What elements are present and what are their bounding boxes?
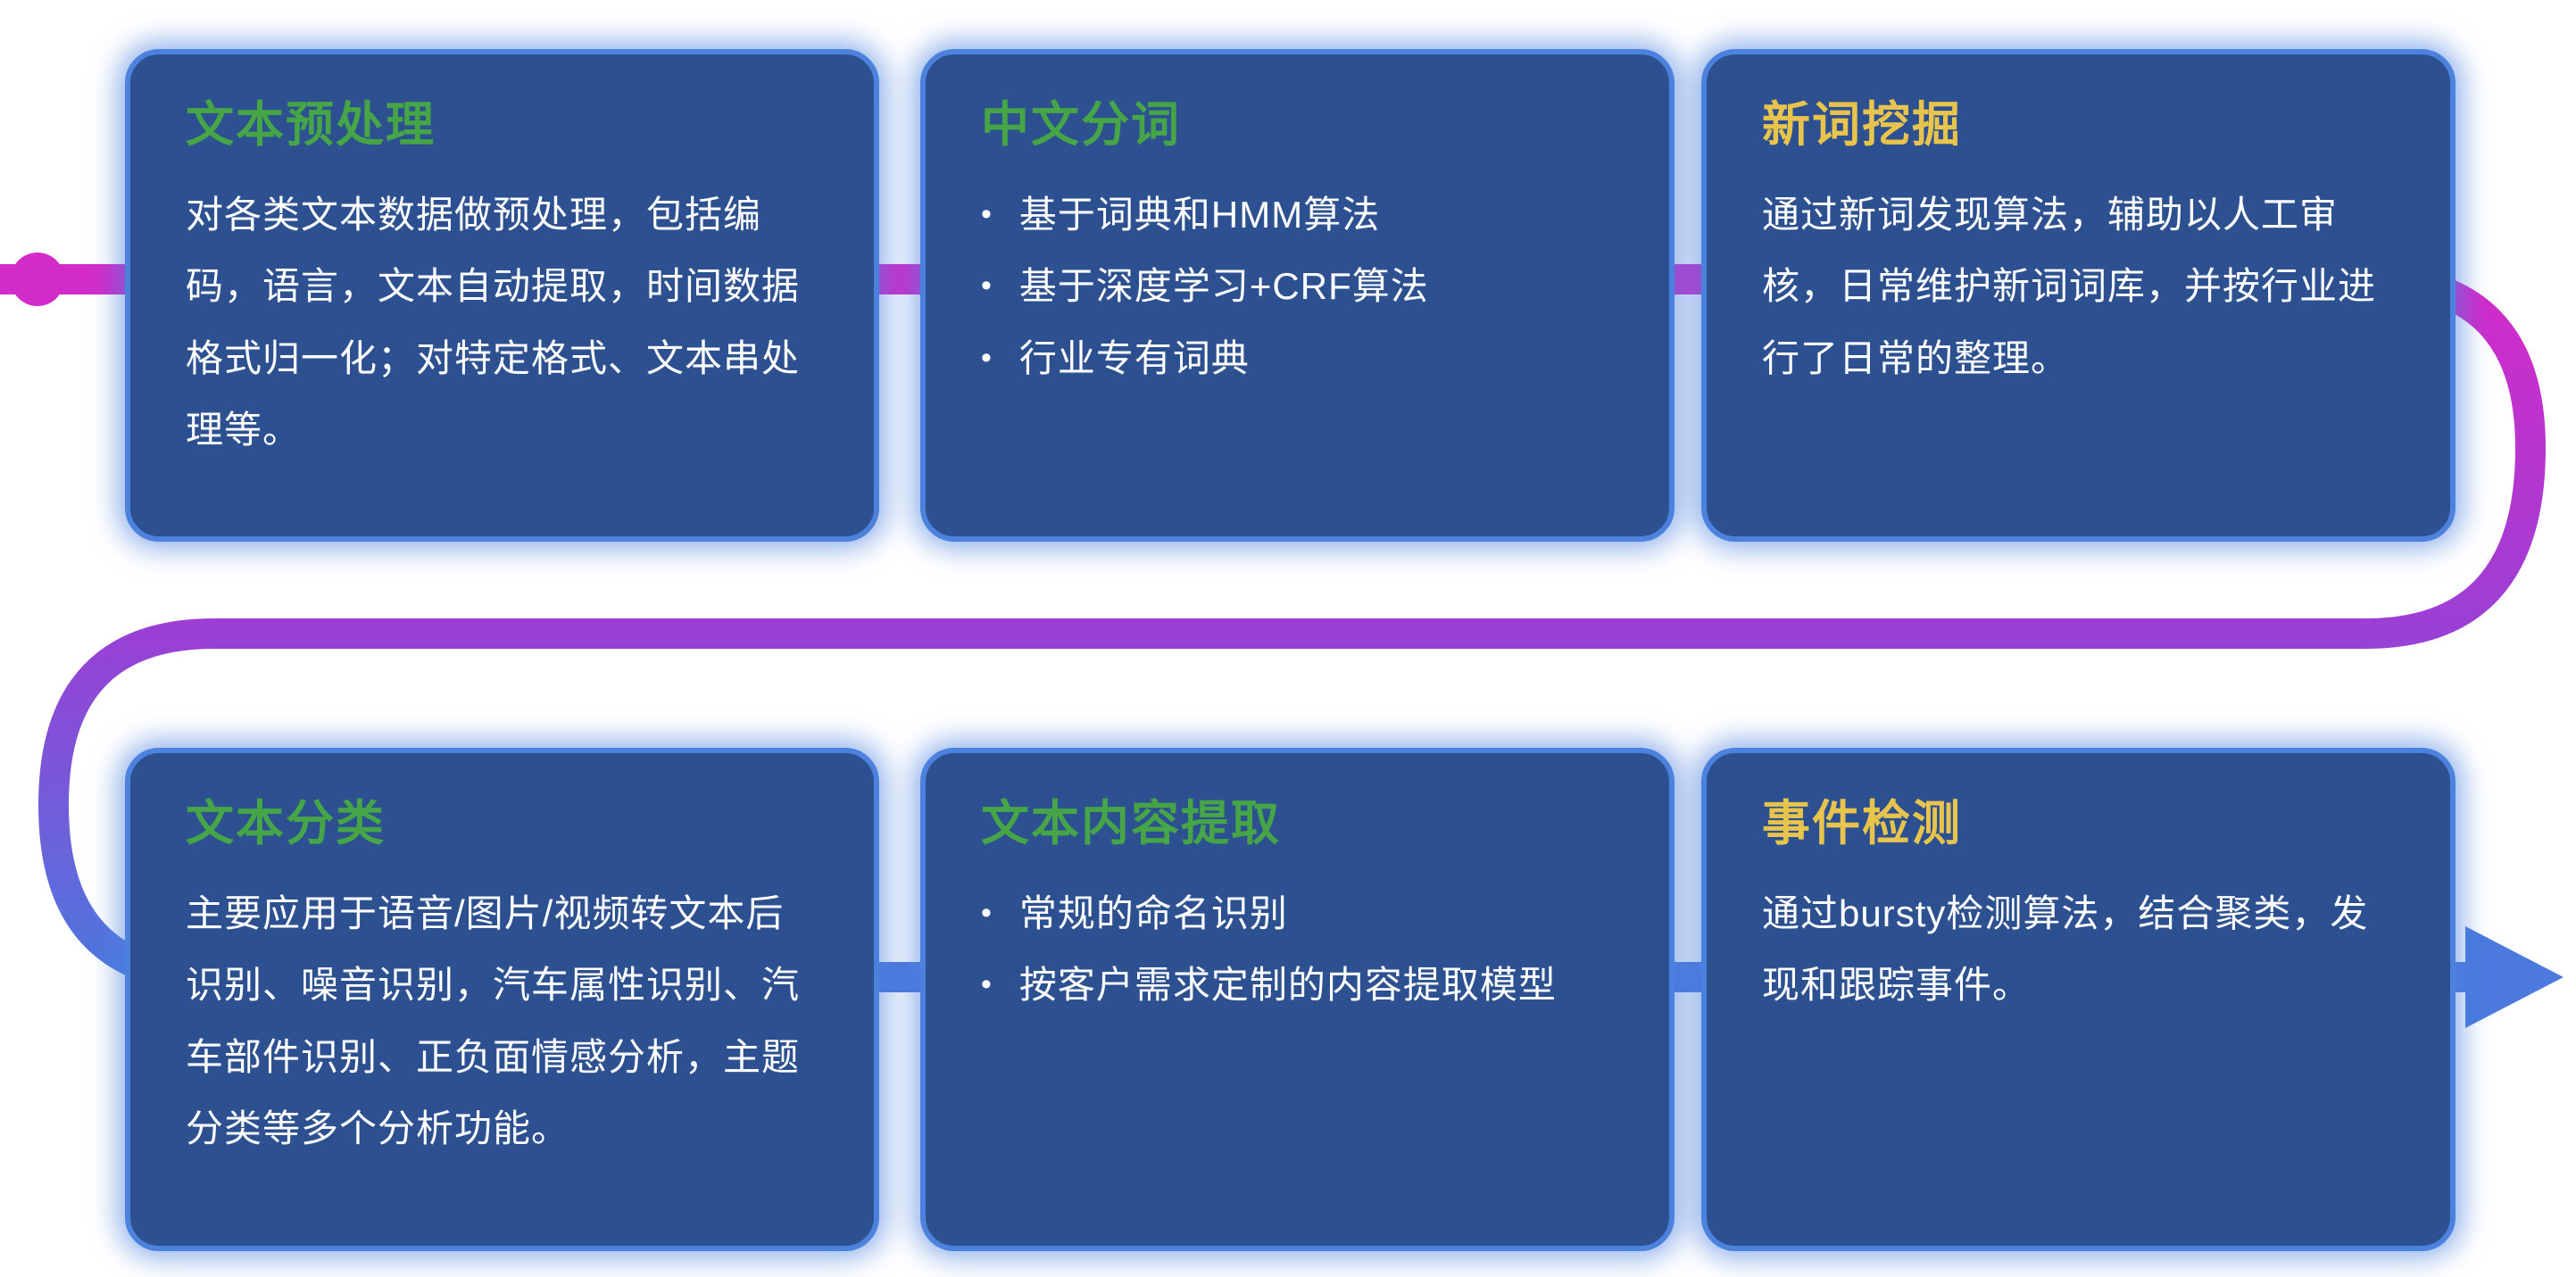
bullet-item: • 常规的命名识别 (981, 878, 1614, 950)
card-bullet-list: • 基于词典和HMM算法 • 基于深度学习+CRF算法 • 行业专有词典 (981, 179, 1614, 395)
card-title: 新词挖掘 (1762, 98, 1962, 152)
card-title: 事件检测 (1762, 797, 1962, 850)
card-title: 中文分词 (981, 98, 1181, 152)
card-chinese-word-segmentation: 中文分词 • 基于词典和HMM算法 • 基于深度学习+CRF算法 • 行业专有词… (920, 49, 1674, 542)
card-body: 通过bursty检测算法，结合聚类，发现和跟踪事件。 (1762, 891, 2369, 1007)
flow-arrow-icon (2465, 926, 2564, 1028)
bullet-text: 常规的命名识别 (1018, 891, 1288, 934)
card-text-content-extraction: 文本内容提取 • 常规的命名识别 • 按客户需求定制的内容提取模型 (920, 748, 1674, 1251)
bullet-text: 基于深度学习+CRF算法 (1018, 265, 1429, 308)
card-body: 主要应用于语音/图片/视频转文本后识别、噪音识别，汽车属性识别、汽车部件识别、正… (186, 891, 801, 1150)
bullet-item: • 基于词典和HMM算法 (981, 179, 1614, 252)
card-new-word-mining: 新词挖掘 通过新词发现算法，辅助以人工审核，日常维护新词词库，并按行业进行了日常… (1701, 49, 2456, 542)
bullet-item: • 行业专有词典 (981, 323, 1614, 395)
card-bullet-list: • 常规的命名识别 • 按客户需求定制的内容提取模型 (981, 878, 1614, 1022)
bullet-text: 行业专有词典 (1018, 336, 1250, 379)
card-body: 通过新词发现算法，辅助以人工审核，日常维护新词词库，并按行业进行了日常的整理。 (1762, 193, 2377, 379)
card-title: 文本内容提取 (981, 797, 1281, 850)
bullet-item: • 按客户需求定制的内容提取模型 (981, 949, 1614, 1022)
bullet-icon: • (981, 196, 993, 231)
card-event-detection: 事件检测 通过bursty检测算法，结合聚类，发现和跟踪事件。 (1701, 748, 2456, 1251)
bullet-icon: • (981, 340, 993, 375)
bullet-icon: • (981, 895, 993, 930)
bullet-icon: • (981, 967, 993, 1002)
card-title: 文本分类 (186, 797, 386, 850)
bullet-item: • 基于深度学习+CRF算法 (981, 251, 1614, 323)
card-text-preprocessing: 文本预处理 对各类文本数据做预处理，包括编码，语言，文本自动提取，时间数据格式归… (125, 49, 879, 542)
card-text-classification: 文本分类 主要应用于语音/图片/视频转文本后识别、噪音识别，汽车属性识别、汽车部… (125, 748, 879, 1251)
flow-start-dot (11, 253, 64, 306)
bullet-text: 按客户需求定制的内容提取模型 (1018, 964, 1557, 1007)
card-body: 对各类文本数据做预处理，包括编码，语言，文本自动提取，时间数据格式归一化；对特定… (186, 193, 801, 452)
bullet-icon: • (981, 269, 993, 303)
bullet-text: 基于词典和HMM算法 (1018, 193, 1381, 236)
flow-line (0, 264, 2547, 992)
card-title: 文本预处理 (186, 98, 436, 152)
